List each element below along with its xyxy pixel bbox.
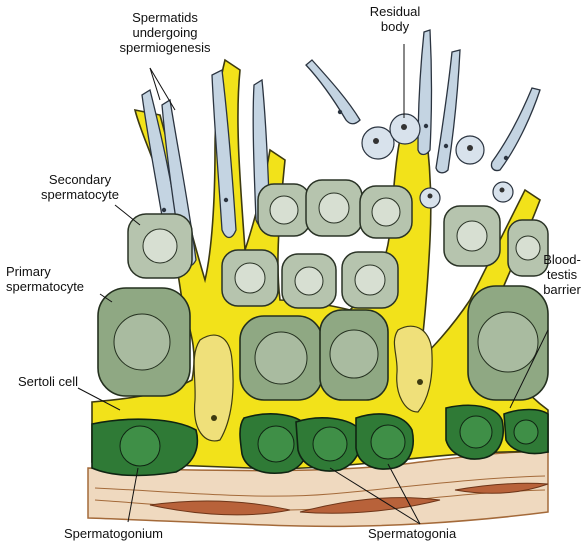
label-spermatogonium: Spermatogonium	[64, 526, 204, 541]
label-spermatids: Spermatids undergoing spermiogenesis	[110, 10, 220, 55]
label-sertoli-cell: Sertoli cell	[18, 374, 108, 389]
label-spermatogonia: Spermatogonia	[368, 526, 478, 541]
label-secondary-spermatocyte: Secondary spermatocyte	[28, 172, 132, 202]
label-residual-body: Residual body	[352, 4, 438, 34]
label-primary-spermatocyte: Primary spermatocyte	[6, 264, 106, 294]
label-blood-testis-barrier: Blood- testis barrier	[536, 252, 588, 297]
